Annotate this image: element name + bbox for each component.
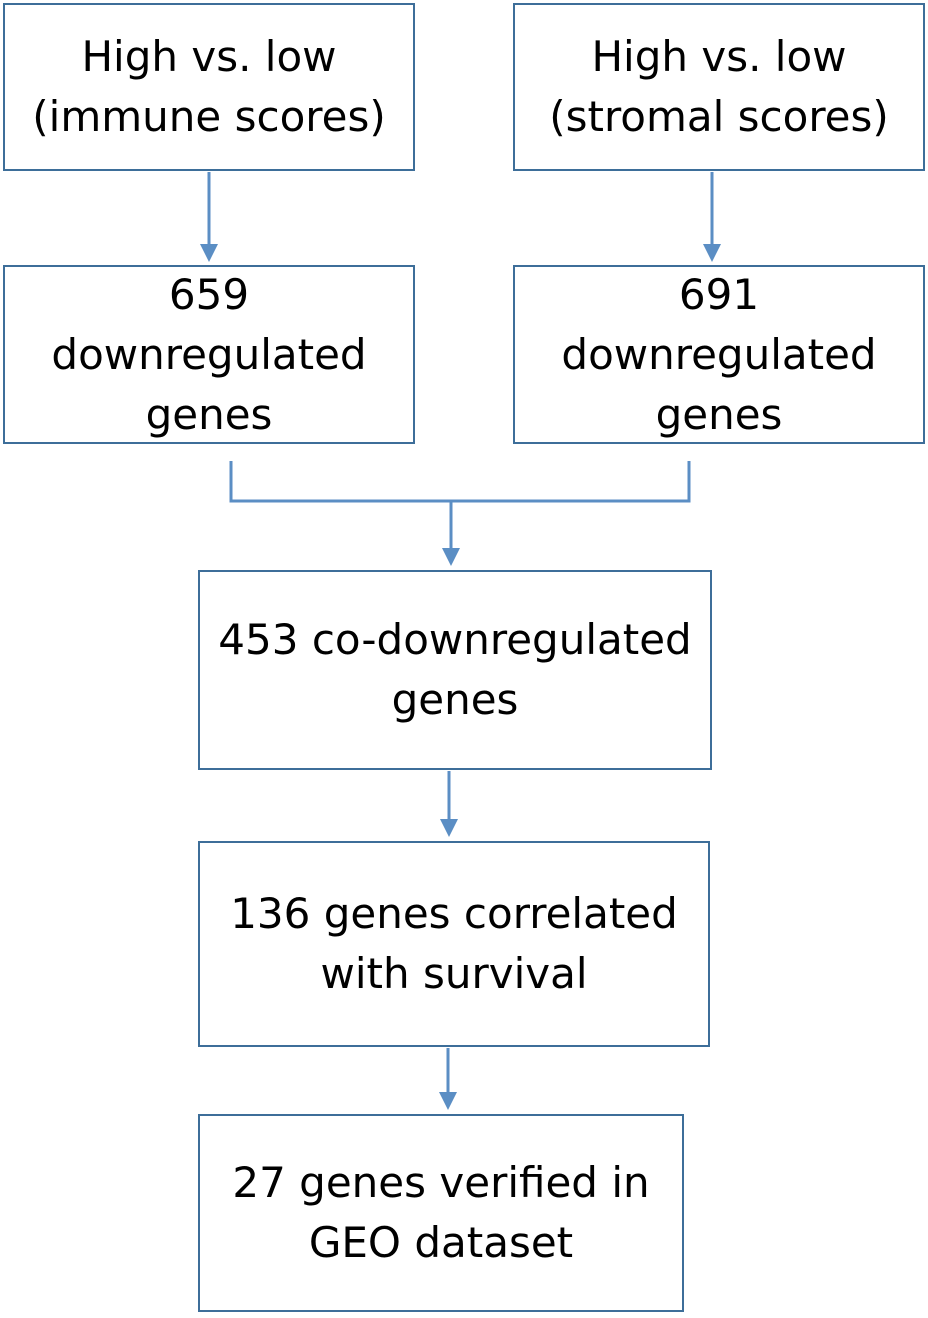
geo-verified-box: 27 genes verified in GEO dataset: [198, 1114, 684, 1312]
stromal-box-line-1: High vs. low: [591, 32, 847, 81]
survival-correlated-box: 136 genes correlated with survival: [198, 841, 710, 1047]
geo-line-2: GEO dataset: [308, 1218, 574, 1267]
immune-down-label: downregulated: [51, 329, 367, 379]
stromal-down-genes: genes: [655, 389, 783, 439]
co-down-line-1: 453 co-downregulated: [218, 615, 692, 664]
co-downregulated-box: 453 co-downregulated genes: [198, 570, 712, 770]
stromal-box-line-2: (stromal scores): [549, 92, 889, 141]
immune-down-count: 659: [168, 269, 250, 319]
immune-downregulated-box: 659 downregulated genes: [3, 265, 415, 444]
survival-line-2: with survival: [320, 949, 588, 998]
geo-line-1: 27 genes verified in: [232, 1158, 650, 1207]
immune-scores-box: High vs. low (immune scores): [3, 3, 415, 171]
survival-line-1: 136 genes correlated: [230, 889, 678, 938]
stromal-down-count: 691: [678, 269, 760, 319]
co-down-line-2: genes: [391, 675, 519, 724]
immune-down-genes: genes: [145, 389, 273, 439]
stromal-downregulated-box: 691 downregulated genes: [513, 265, 925, 444]
stromal-down-label: downregulated: [561, 329, 877, 379]
immune-box-line-1: High vs. low: [81, 32, 337, 81]
stromal-scores-box: High vs. low (stromal scores): [513, 3, 925, 171]
merge-bracket: [229, 461, 691, 503]
immune-box-line-2: (immune scores): [32, 92, 386, 141]
